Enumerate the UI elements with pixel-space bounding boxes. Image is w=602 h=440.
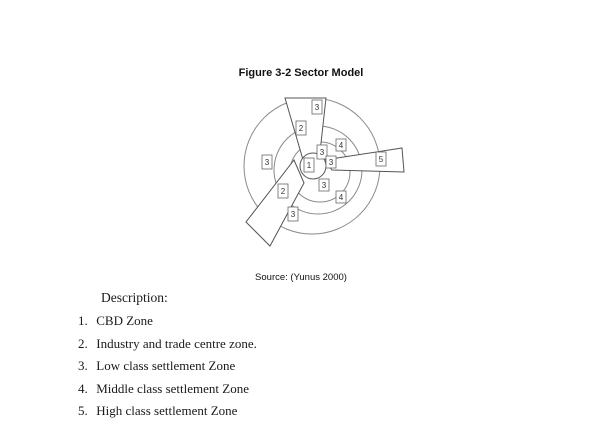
- description-heading: Description:: [101, 290, 168, 305]
- zone-box: [335, 190, 347, 204]
- zone-box: [318, 178, 330, 192]
- item-number: 3.: [78, 358, 88, 373]
- item-text: High class settlement Zone: [96, 403, 238, 418]
- item-number: 4.: [78, 380, 88, 396]
- zone-box: [277, 183, 289, 199]
- zone-label: 5: [379, 155, 384, 164]
- item-text: Low class settlement Zone: [96, 358, 236, 373]
- zone-box: [303, 157, 315, 173]
- figure-source: Source: (Yunus 2000): [255, 272, 347, 283]
- list-item: 2. Industry and trade centre zone.: [78, 335, 257, 358]
- item-text: Middle class settlement Zone: [96, 380, 249, 396]
- item-number: 2.: [78, 335, 88, 351]
- zone-label: 3: [315, 103, 320, 112]
- description-list: 1. CBD Zone 2. Industry and trade centre…: [78, 312, 257, 425]
- zone-label: 3: [265, 158, 270, 167]
- zone-box: [287, 206, 299, 222]
- item-number: 5.: [78, 403, 88, 418]
- item-text: Industry and trade centre zone.: [96, 335, 257, 351]
- zone-label: 3: [322, 181, 327, 190]
- figure-title: Figure 3-2 Sector Model: [238, 67, 364, 79]
- zone-label: 1: [307, 161, 312, 170]
- zone-label: 2: [299, 124, 304, 133]
- zone-box: [316, 144, 328, 160]
- zone-label: 3: [329, 158, 334, 167]
- list-item: 1. CBD Zone: [78, 312, 257, 335]
- zone-box: [325, 155, 337, 169]
- item-text: CBD Zone: [96, 313, 153, 328]
- zone-box: [335, 138, 347, 152]
- list-item: 4. Middle class settlement Zone: [78, 380, 257, 403]
- list-item: 3. Low class settlement Zone: [78, 357, 257, 380]
- zone-label: 3: [291, 210, 296, 219]
- zone-box: [261, 154, 273, 170]
- zone-box: [295, 120, 307, 136]
- zone-label: 3: [320, 148, 325, 157]
- zone-label: 4: [339, 193, 344, 202]
- item-number: 1.: [78, 313, 88, 328]
- zone-box: [311, 99, 323, 115]
- list-item: 5. High class settlement Zone: [78, 402, 257, 425]
- zone-label: 2: [281, 187, 286, 196]
- zone-box: [375, 151, 387, 167]
- sector-lower-left: [245, 159, 305, 247]
- zone-label: 4: [339, 141, 344, 150]
